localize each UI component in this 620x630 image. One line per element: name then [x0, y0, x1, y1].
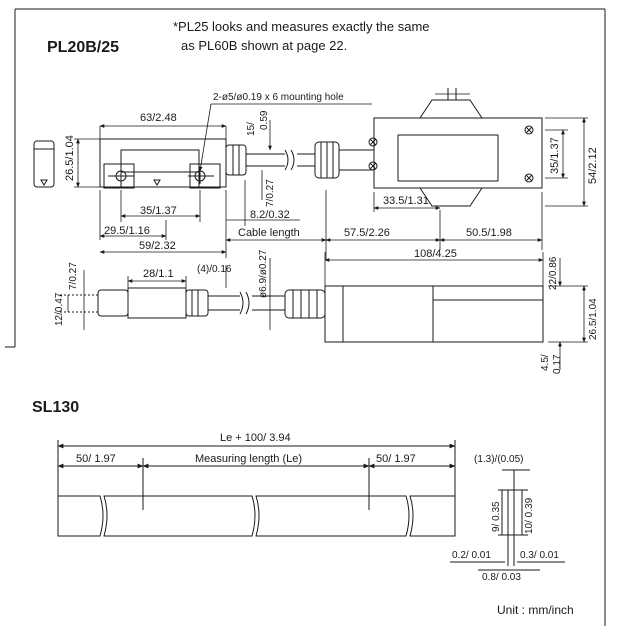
note-line-2: as PL60B shown at page 22.	[181, 38, 347, 53]
dim-35-right: 35/1.37	[549, 137, 561, 174]
dim-15: 15/	[246, 122, 257, 136]
dim-0-3: 0.3/ 0.01	[520, 550, 559, 561]
sl130-drawing	[57, 440, 565, 571]
dim-35: 35/1.37	[140, 205, 177, 217]
dim-108: 108/4.25	[414, 248, 457, 260]
dim-4-5: 4.5/	[540, 354, 551, 371]
dim-059: 0.59	[259, 110, 270, 130]
dim-measuring-length: Measuring length (Le)	[195, 453, 302, 465]
dim-26-5-right: 26.5/1.04	[588, 298, 599, 340]
dim-22: 22/0.86	[548, 256, 559, 290]
dim-0-8: 0.8/ 0.03	[482, 572, 521, 583]
dim-cable-length: Cable length	[238, 227, 300, 239]
dim-54: 54/2.12	[587, 147, 599, 184]
unit-label: Unit : mm/inch	[497, 603, 574, 617]
pl-top-view	[33, 88, 543, 207]
pl-top-dim-lines	[74, 93, 588, 260]
dim-1-3: (1.3)/(0.05)	[474, 454, 523, 465]
dim-017: 0.17	[552, 354, 563, 374]
heading-pl20b: PL20B/25	[47, 39, 119, 56]
dim-4: (4)/0.16	[197, 264, 232, 275]
dim-12: 12/0.47	[54, 292, 65, 326]
page-frame	[5, 8, 606, 626]
pl-side-dim-lines	[67, 252, 588, 370]
dim-7b: 7/0.27	[68, 262, 79, 290]
dim-33-5: 33.5/1.31	[383, 195, 429, 207]
heading-sl130: SL130	[32, 399, 79, 416]
dim-right-50: 50/ 1.97	[376, 453, 416, 465]
dim-28: 28/1.1	[143, 268, 174, 280]
dim-57-5: 57.5/2.26	[344, 227, 390, 239]
dim-29-5: 29.5/1.16	[104, 225, 150, 237]
note-line-1: *PL25 looks and measures exactly the sam…	[173, 19, 430, 34]
dim-59: 59/2.32	[139, 240, 176, 252]
dim-mounting-hole: 2-ø5/ø0.19 x 6 mounting hole	[213, 92, 344, 103]
dim-0-2: 0.2/ 0.01	[452, 550, 491, 561]
dim-dia-6-9: ø6.9/ø0.27	[258, 249, 269, 298]
pl-side-view	[60, 285, 544, 343]
dim-left-50: 50/ 1.97	[76, 453, 116, 465]
dim-le-total: Le + 100/ 3.94	[220, 432, 291, 444]
dim-50-5: 50.5/1.98	[466, 227, 512, 239]
dim-8-2: 8.2/0.32	[250, 209, 290, 221]
dim-63: 63/2.48	[140, 112, 177, 124]
dim-9: 9/ 0.35	[491, 501, 502, 532]
dim-7a: 7/0.27	[265, 179, 276, 207]
dim-26-5-left: 26.5/1.04	[64, 135, 76, 181]
dim-10: 10/ 0.39	[524, 497, 535, 534]
